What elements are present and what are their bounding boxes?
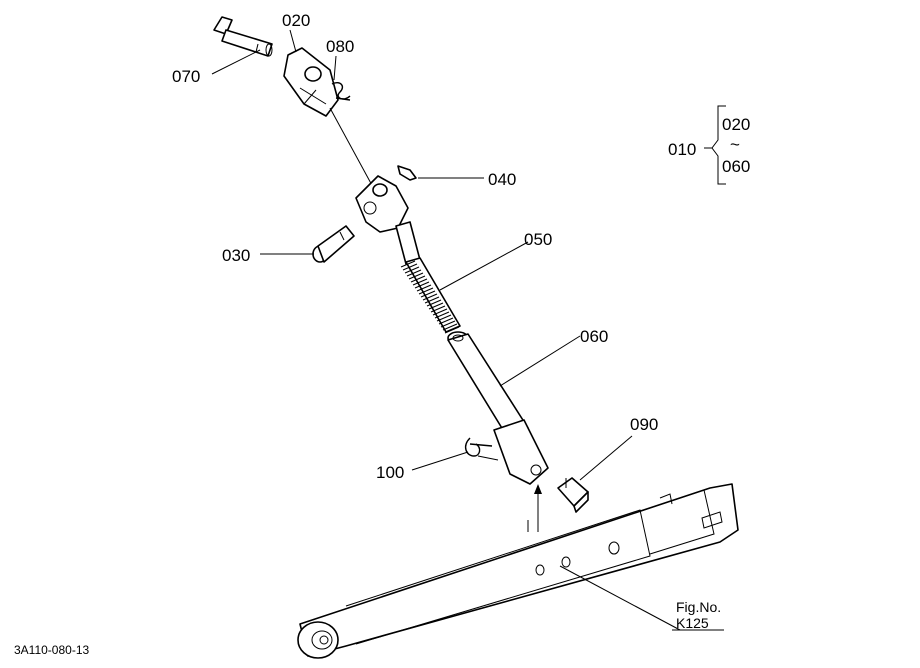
assembly-to-label: 060: [722, 157, 750, 176]
thread-mark: [406, 269, 422, 277]
clevis-020-drawing: [283, 47, 339, 117]
callout-040: 040: [488, 170, 516, 189]
callout-090: 090: [630, 415, 658, 434]
linch-pin-100-drawing: [464, 437, 499, 461]
thread-mark: [440, 320, 456, 328]
thread-mark: [436, 314, 452, 322]
thread-mark: [422, 293, 438, 301]
assembly-arrow: [527, 484, 542, 532]
lower-link-drawing: [297, 483, 739, 659]
thread-mark: [438, 317, 454, 325]
thread-mark: [400, 260, 416, 268]
pin-030-drawing: [312, 225, 355, 263]
assembly-main-label: 010: [668, 140, 696, 159]
thread-mark: [426, 299, 442, 307]
assembly-tilde: ~: [730, 135, 740, 154]
callout-060: 060: [580, 327, 608, 346]
drawing-code: 3A110-080-13: [14, 643, 89, 657]
assembly-from-label: 020: [722, 115, 750, 134]
thread-mark: [444, 326, 460, 334]
thread-mark: [404, 266, 420, 274]
thread-mark: [410, 275, 426, 283]
thread-mark: [432, 308, 448, 316]
callout-030: 030: [222, 246, 250, 265]
leader-lines: [211, 29, 724, 631]
threaded-rod-050-drawing: [395, 221, 461, 334]
figure-ref-number: K125: [676, 615, 709, 631]
pin-070-drawing: [213, 16, 273, 57]
thread-mark: [418, 287, 434, 295]
thread-mark: [412, 278, 428, 286]
assembly-bracket: [704, 105, 726, 185]
thread-mark: [434, 311, 450, 319]
tube-060-drawing: [447, 331, 549, 485]
thread-mark: [420, 290, 436, 298]
callout-050: 050: [524, 230, 552, 249]
thread-mark: [416, 284, 432, 292]
yoke-drawing: [355, 175, 409, 233]
clip-040-drawing: [397, 165, 417, 181]
block-090-drawing: [557, 477, 589, 513]
callout-100: 100: [376, 463, 404, 482]
callout-070: 070: [172, 67, 200, 86]
thread-mark: [442, 323, 458, 331]
callout-020: 020: [282, 11, 310, 30]
thread-mark: [408, 272, 424, 280]
thread-mark: [430, 305, 446, 313]
thread-mark: [402, 263, 418, 271]
thread-mark: [428, 302, 444, 310]
thread-mark: [414, 281, 430, 289]
snap-pin-080-drawing: [331, 82, 351, 101]
figure-ref-label: Fig.No.: [676, 599, 721, 615]
callout-080: 080: [326, 37, 354, 56]
thread-mark: [424, 296, 440, 304]
